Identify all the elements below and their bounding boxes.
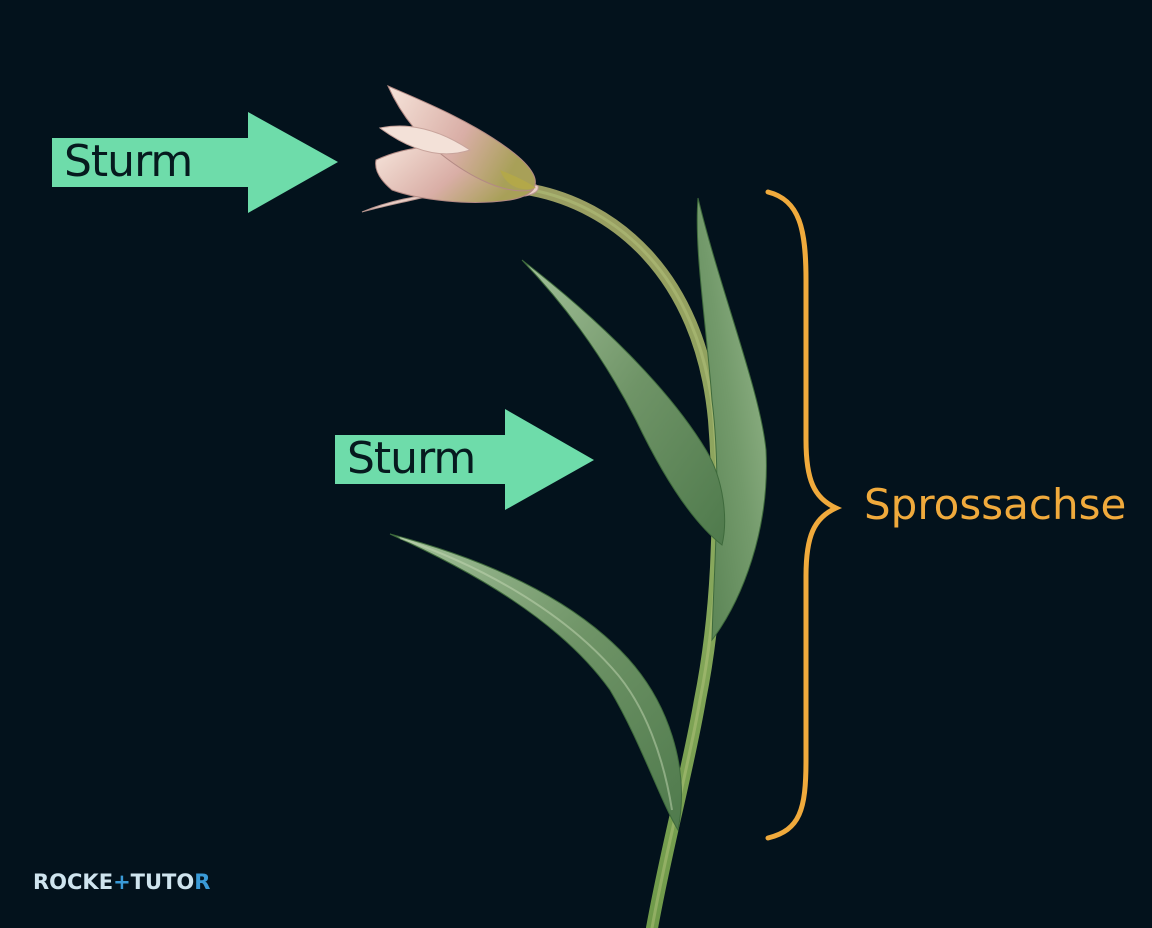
logo-text-r: R [194, 870, 211, 894]
bracket-sprossachse [765, 189, 843, 841]
tulip-flower [361, 85, 539, 213]
logo-text-tuto: TUTO [130, 870, 195, 894]
leaf-lower [389, 533, 682, 832]
arrow-label-middle: Sturm [347, 433, 476, 484]
leaf-upper [521, 259, 726, 546]
logo: ROCKE+TUTOR [33, 870, 210, 894]
logo-plus: + [113, 870, 131, 894]
wind-arrow-top [52, 112, 338, 213]
bracket-label: Sprossachse [864, 480, 1127, 529]
leaf-upright [696, 197, 767, 642]
arrow-label-top: Sturm [64, 136, 193, 187]
wind-arrow-middle [335, 409, 594, 510]
logo-text-rocke: ROCKE [33, 870, 114, 894]
